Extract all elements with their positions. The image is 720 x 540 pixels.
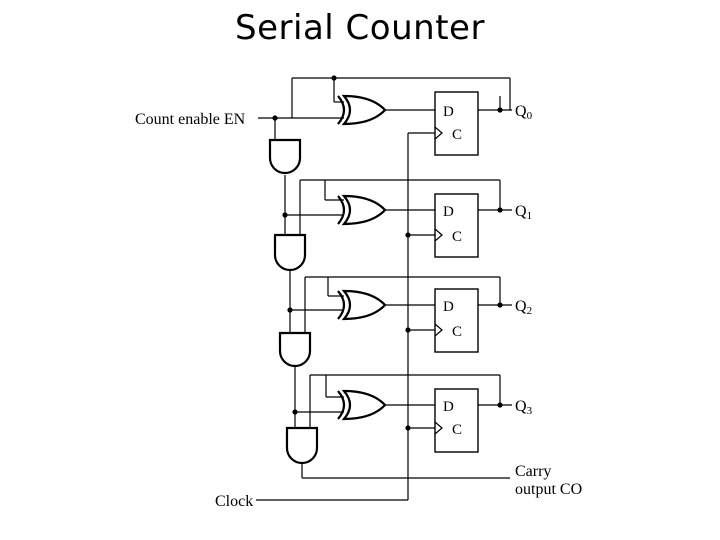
xor-gate-1 [337,194,387,226]
output-q1-label: Q1 [515,203,532,222]
carry-label-line2: output CO [515,481,582,498]
carry-label-line1: Carry [515,463,551,480]
and-gate-3 [285,426,319,465]
output-q3-label: Q3 [515,398,533,417]
ff-c-label: C [452,229,462,245]
ff-d-label: D [443,204,454,220]
ff-c-label: C [452,127,462,143]
d-flip-flop-2: D C [434,288,479,353]
and-gate-2 [278,331,312,368]
count-enable-label: Count enable EN [135,111,246,128]
output-q0-label: Q0 [515,103,533,122]
ff-d-label: D [443,399,454,415]
ff-c-label: C [452,324,462,340]
xor-gate-2 [337,289,387,321]
ff-c-label: C [452,422,462,438]
ff-d-label: D [443,104,454,120]
output-q2-label: Q2 [515,298,532,317]
d-flip-flop-1: D C [434,193,479,258]
and-gate-1 [273,233,307,272]
d-flip-flop-3: D C [434,388,479,453]
wires [256,77,512,501]
junction-dots [272,75,503,431]
page-title: Serial Counter [235,8,485,48]
and-gate-0 [268,138,302,175]
xor-gate-3 [337,389,387,421]
d-flip-flop-0: D C [434,91,479,156]
clock-label: Clock [215,493,253,510]
xor-gate-0 [337,94,387,126]
ff-d-label: D [443,299,454,315]
